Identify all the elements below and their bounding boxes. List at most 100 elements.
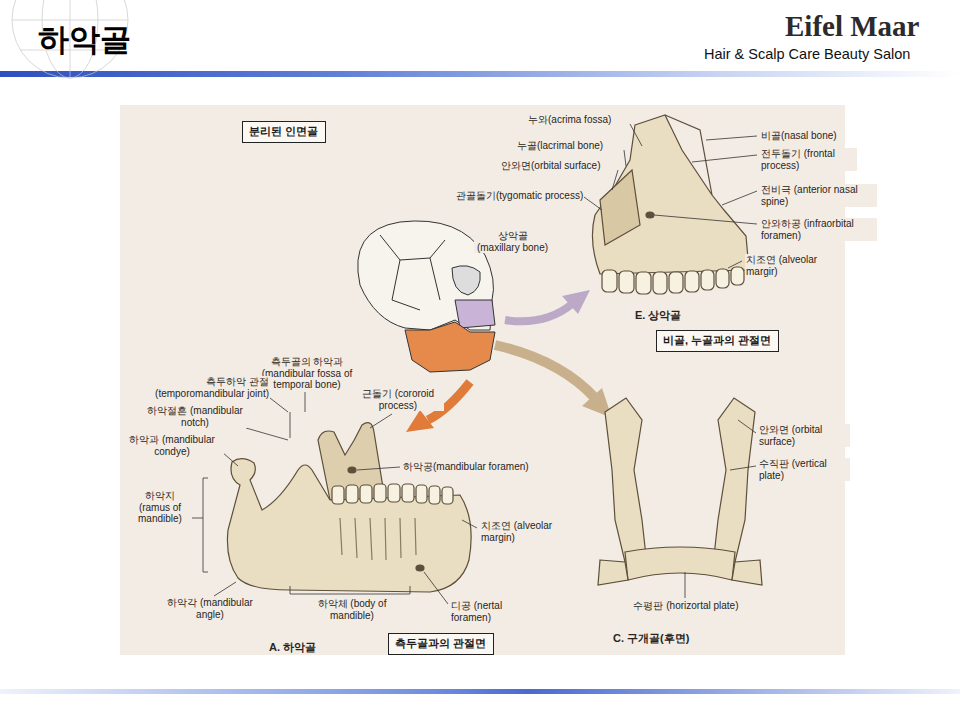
part-label: 디공 (nertal foramen) (450, 600, 544, 623)
part-label: 안와하공 (infraorbital foramen) (760, 218, 877, 241)
palatine-drawing (598, 398, 762, 585)
leader-lines-part (357, 467, 400, 470)
caption-box: 측두골과의 관절면 (388, 633, 494, 655)
caption-text: 비골, 누골과의 관절면 (663, 334, 772, 347)
maxilla-drawing-part-part (701, 270, 714, 290)
skull-drawing-part (380, 235, 445, 310)
mandible-drawing-part (332, 484, 453, 504)
leader-lines-part (685, 572, 686, 598)
leader-lines (192, 124, 757, 604)
leader-lines-part (462, 520, 477, 528)
part-label: 수평판 (horizortal plate) (632, 600, 740, 612)
maxilla-drawing-part-part (653, 272, 667, 294)
leader-lines-part (584, 197, 602, 210)
pointer-arrows-part (406, 410, 434, 432)
part-label: 측두하악 관절 (temporomandibular joint) (130, 376, 270, 399)
pointer-arrows-part (495, 345, 595, 398)
leader-lines-part (214, 582, 236, 596)
mandible-drawing-part (416, 565, 424, 571)
leader-lines-part (738, 420, 756, 433)
leader-lines-part (370, 414, 392, 428)
caption-box: 분리된 인면골 (242, 121, 326, 143)
mandible-drawing-part-part (360, 485, 372, 503)
part-label: 누와(acrima fossa) (527, 114, 612, 126)
mandible-drawing-part-part (388, 484, 400, 502)
palatine-drawing-part (605, 398, 646, 562)
leader-lines-part (730, 466, 756, 470)
mandible-drawing-part-part (332, 486, 344, 504)
leader-lines-part (424, 572, 448, 604)
maxilla-drawing-part-part (602, 270, 617, 292)
part-label: 관골돌기(tygomatic process) (455, 190, 584, 202)
leader-lines-part (706, 136, 757, 140)
maxilla-drawing-part-part (619, 271, 634, 293)
leader-lines-part (654, 215, 757, 224)
scan-ground (120, 105, 845, 655)
part-label: 비골(nasal bone) (760, 130, 838, 142)
skull-drawing-part (455, 300, 495, 328)
leader-lines-part (728, 261, 742, 268)
leader-lines-part (270, 398, 288, 412)
skull-drawing-part (452, 266, 480, 295)
header-rule (0, 71, 960, 77)
mandible-drawing-part (227, 459, 471, 592)
part-label: 수직판 (vertical plate) (758, 458, 850, 481)
leader-lines-part (290, 586, 410, 594)
caption-text: 분리된 인면골 (249, 125, 319, 138)
footer-rule (0, 689, 960, 694)
maxilla-drawing (592, 115, 749, 294)
maxilla-drawing-part (602, 267, 744, 294)
mandible-drawing-part-part (416, 485, 427, 503)
maxilla-drawing-part-part (716, 269, 729, 288)
leader-lines-part (624, 150, 626, 166)
brand-tagline: Hair & Scalp Care Beauty Salon (703, 46, 911, 63)
mandible-drawing (227, 423, 471, 592)
part-label: 하악체 (body of mandible) (300, 598, 404, 621)
figure-caption: E. 상악골 (634, 309, 682, 322)
part-label: 하악각 (mandibular angle) (158, 597, 262, 620)
leader-lines-part (305, 392, 306, 412)
part-label: 전비극 (anterior nasal spine) (760, 184, 877, 207)
figure-caption: A. 하악골 (268, 641, 317, 654)
maxilla-drawing-part (646, 212, 654, 218)
maxilla-drawing-part-part (685, 271, 699, 292)
palatine-drawing-part (598, 560, 762, 585)
mandible-drawing-part (348, 467, 356, 473)
leader-lines-part (630, 124, 642, 146)
part-label: 안와면(orbital surface) (500, 160, 601, 172)
leader-lines-part (203, 478, 208, 572)
maxilla-drawing-part-part (669, 272, 683, 293)
figure-caption: C. 구개골(후면) (612, 632, 690, 645)
part-label: 하악과 (mandibular condye) (120, 434, 224, 457)
palatine-drawing-part (714, 398, 755, 562)
mandible-drawing-part-part (346, 485, 358, 503)
leader-lines-part (192, 518, 203, 519)
part-label: 근돌기 (cororoid process) (352, 388, 444, 411)
maxilla-drawing-part (665, 115, 712, 195)
brand-name: Eifel Maar (784, 10, 920, 43)
mandible-drawing-part (340, 518, 416, 560)
leader-lines-part (722, 191, 757, 205)
maxilla-drawing-part (600, 170, 640, 245)
part-label: 하악절흔 (mandibular notch) (143, 405, 247, 428)
skull-drawing-part (405, 322, 495, 372)
leader-lines-part (246, 428, 288, 440)
mandible-drawing-part-part (374, 484, 386, 502)
maxilla-drawing-part-part (731, 267, 744, 285)
leader-lines-part (692, 155, 757, 162)
pointer-arrows-part (562, 290, 590, 314)
leader-lines-part (290, 412, 291, 438)
maxilla-drawing-part-part (636, 272, 651, 294)
part-label: 누골(lacrimal bone) (516, 140, 604, 152)
caption-text: 측두골과의 관절면 (395, 637, 487, 650)
part-label: 전두돌기 (frontal process) (760, 148, 857, 171)
part-label: 안와면 (orbital surface) (758, 424, 850, 447)
slide-title: 하악골 (38, 22, 131, 56)
palatine-drawing-part (625, 547, 735, 580)
mandible-drawing-part-part (442, 487, 453, 504)
part-label: 치조연 (alveolar margin) (480, 520, 572, 543)
part-label: 상악골 (maxillary bone) (474, 230, 551, 253)
mandible-drawing-part-part (429, 486, 440, 504)
part-label: 하악공(mandibular foramen) (402, 461, 530, 473)
